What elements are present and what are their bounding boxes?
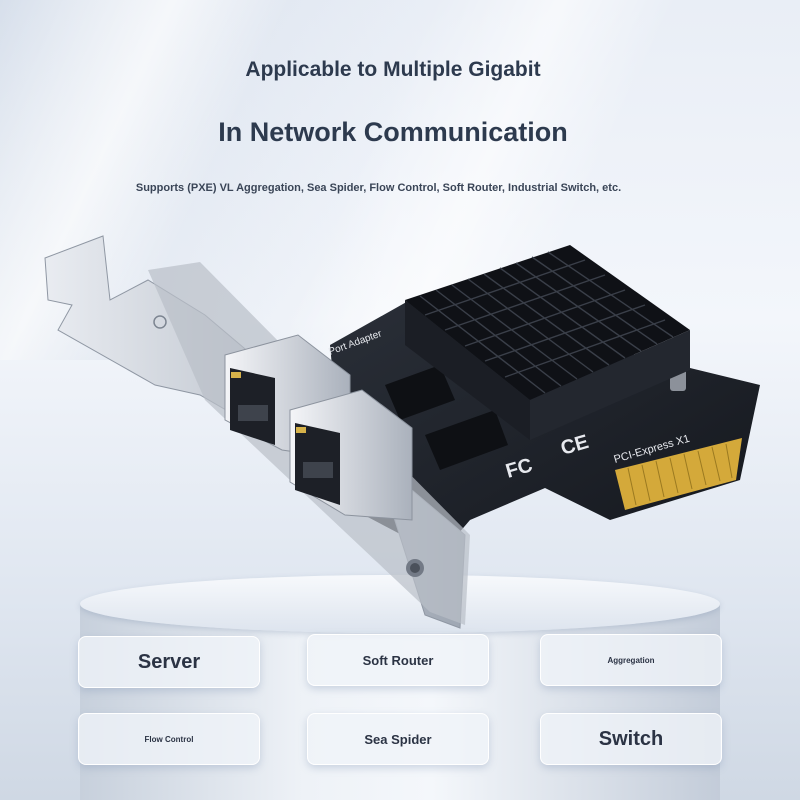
heatsink [405,245,690,440]
use-case-label: Server [137,650,201,673]
use-case-label: Flow Control [144,734,194,744]
port-2-led [296,427,306,433]
use-case-card-sea-spider: Sea Spider [307,713,489,765]
feature-subtitle: Supports (PXE) VL Aggregation, Sea Spide… [135,182,622,194]
use-case-card-soft-router: Soft Router [307,634,489,686]
use-case-label: Aggregation [607,655,655,665]
use-case-label: Soft Router [362,652,434,668]
bracket-logo [153,315,167,329]
use-case-label: Switch [598,727,664,750]
use-case-card-switch: Switch [540,713,722,765]
use-case-label: Sea Spider [364,731,432,747]
rj45-port-2 [289,389,413,521]
controller-chip-2 [425,410,508,470]
use-case-card-flow-control: Flow Control [78,713,260,765]
use-case-card-aggregation: Aggregation [540,634,722,686]
headline-line-1: Applicable to Multiple Gigabit [245,58,541,81]
port-1-led [231,372,241,378]
controller-chip-1 [385,365,455,420]
display-podium [80,575,720,800]
headline-line-2: In Network Communication [218,117,568,147]
gold-contacts [615,438,742,510]
use-case-card-server: Server [78,636,260,688]
